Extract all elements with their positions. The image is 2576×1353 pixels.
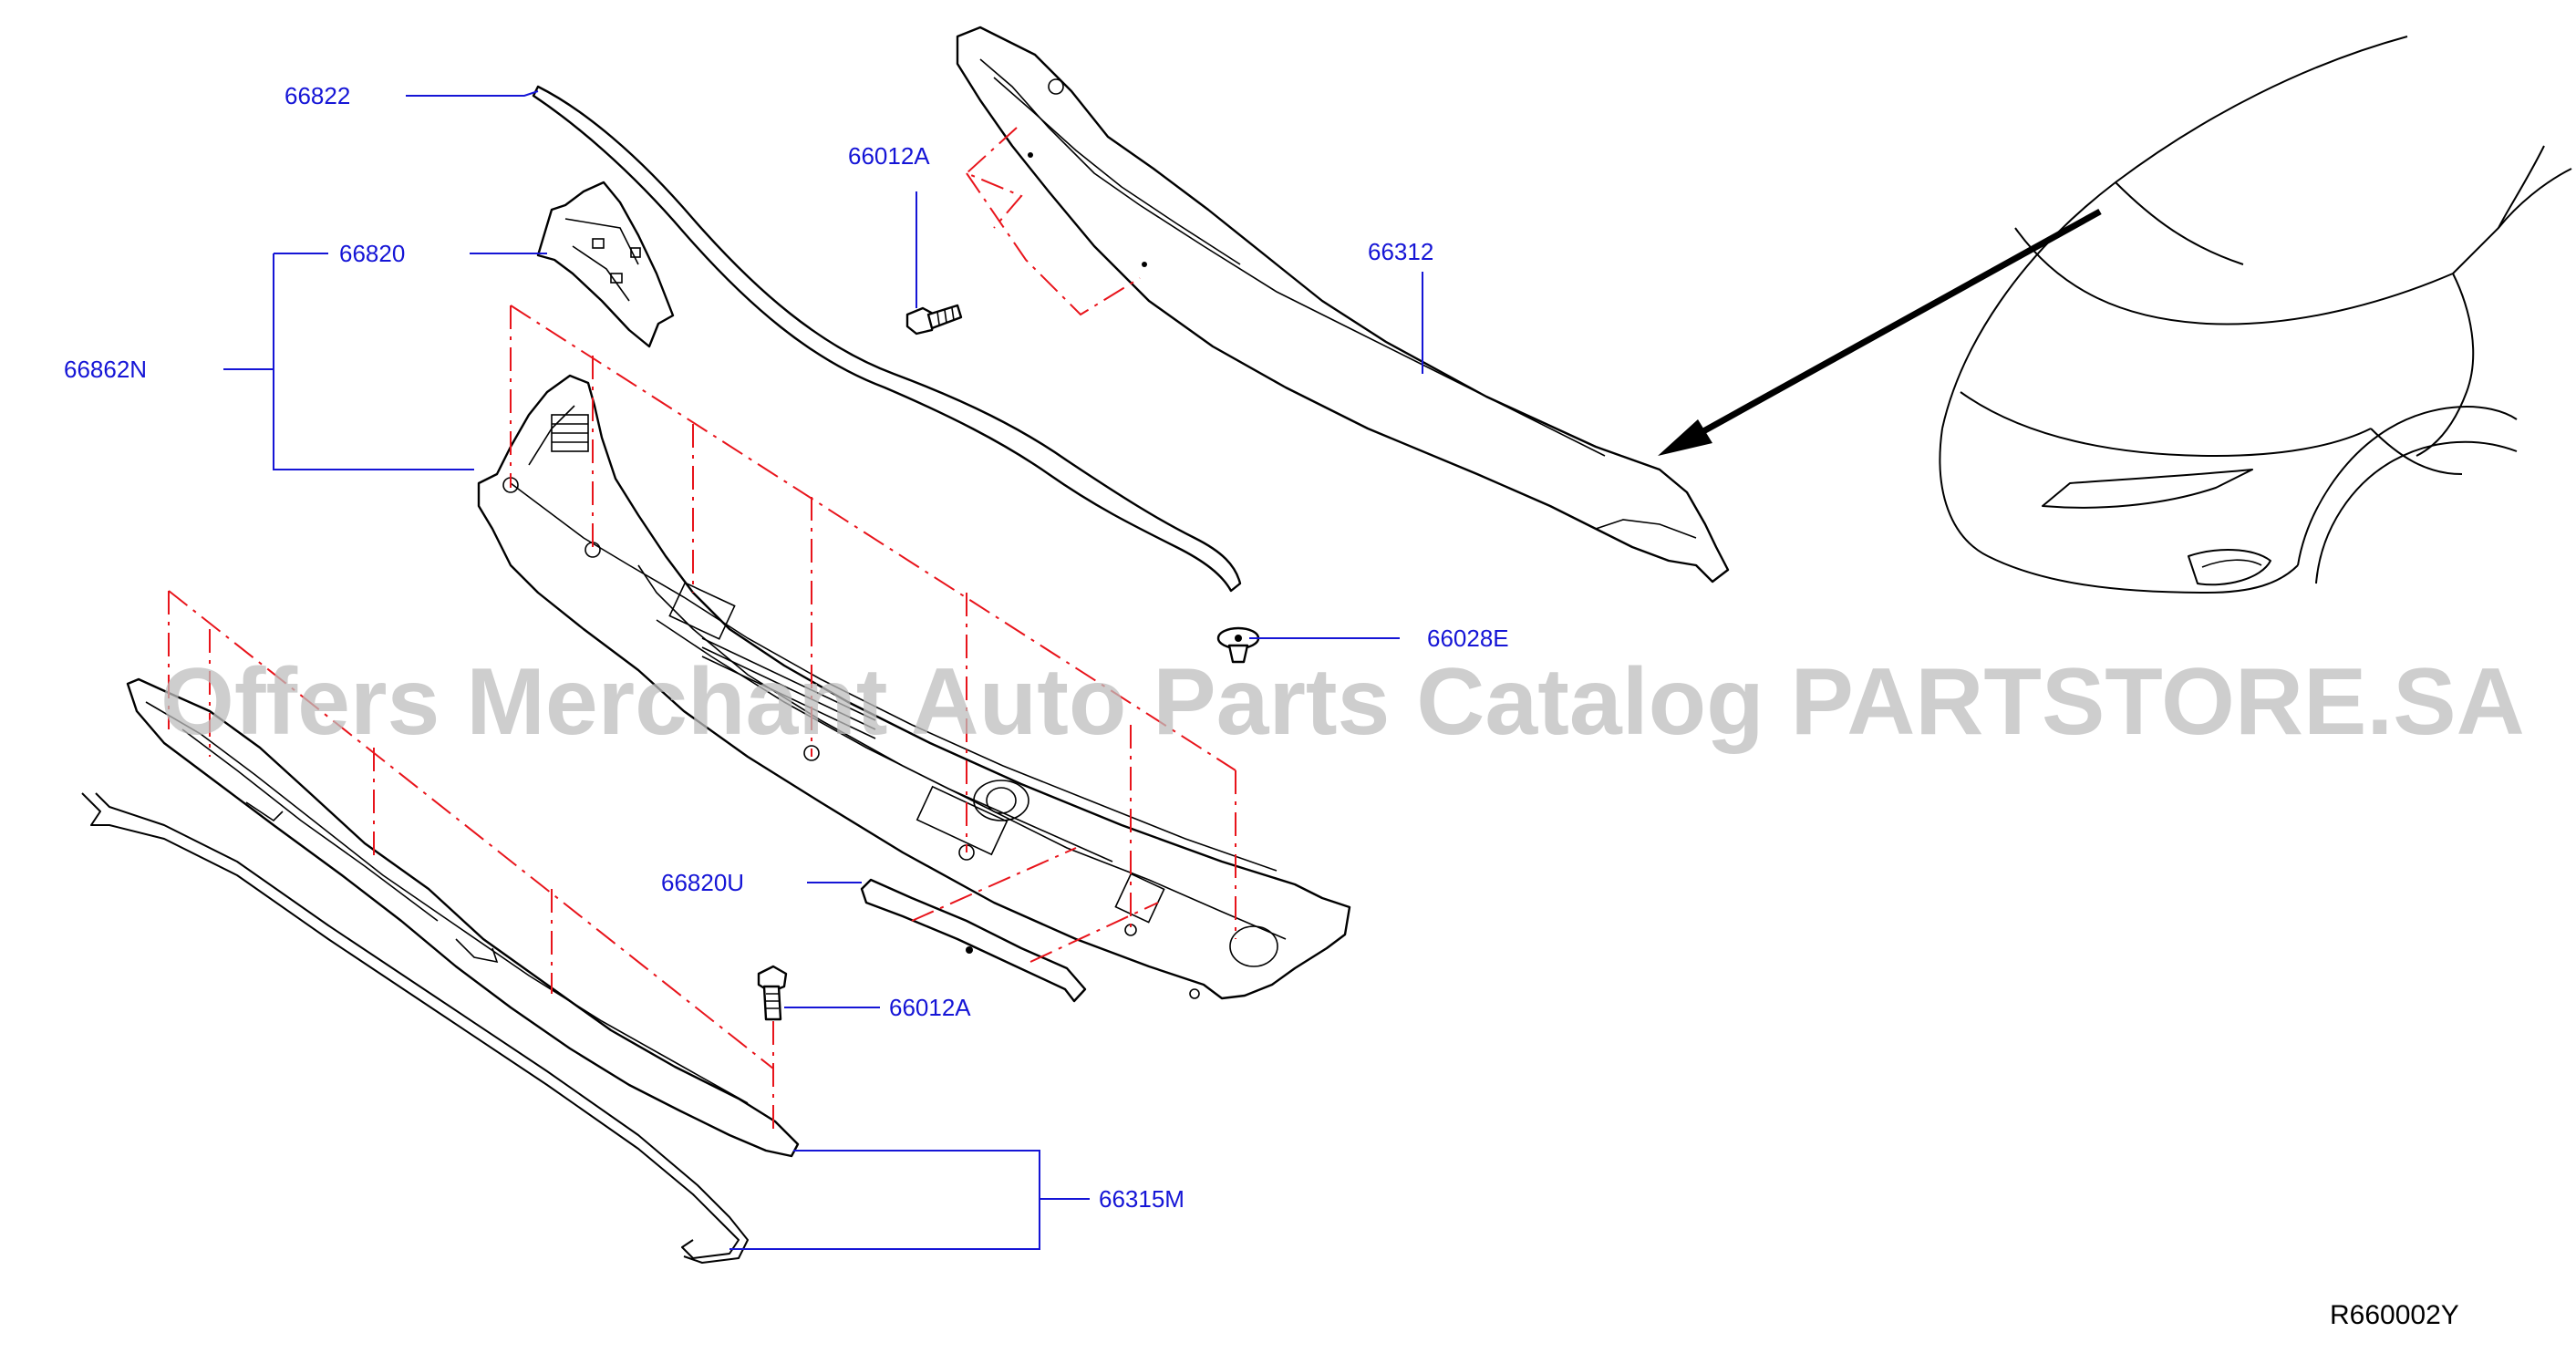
vehicle-overview-drawing: [1939, 36, 2572, 594]
watermark-text: Offers Merchant Auto Parts Catalog PARTS…: [160, 649, 2525, 755]
part-label-66012A-top[interactable]: 66012A: [848, 142, 930, 170]
cowl-grille-main-drawing: [477, 374, 1351, 1000]
grille-vent-slots: [551, 414, 1165, 924]
part-label-66820[interactable]: 66820: [339, 240, 405, 267]
part-label-66862N[interactable]: 66862N: [64, 356, 147, 383]
part-label-66822[interactable]: 66822: [284, 82, 350, 109]
cowl-bracket-drawing: [536, 181, 675, 348]
bolt-lower-drawing: [757, 965, 788, 1021]
cowl-top-panel-drawing: [956, 26, 1730, 584]
part-label-66820U[interactable]: 66820U: [661, 869, 744, 896]
bolt-upper-drawing: [905, 304, 963, 336]
part-label-66012A-bottom[interactable]: 66012A: [889, 994, 971, 1021]
diagram-reference-code: R660002Y: [2330, 1300, 2459, 1330]
part-label-66312[interactable]: 66312: [1368, 238, 1433, 265]
part-label-66028E[interactable]: 66028E: [1427, 625, 1509, 652]
cowl-seal-drawing: [532, 85, 1242, 593]
part-label-66315M[interactable]: 66315M: [1099, 1185, 1185, 1213]
label-leader-lines: [223, 90, 1423, 1250]
cowl-lower-panel-drawing: [81, 677, 800, 1264]
explode-alignment-lines: [168, 127, 1236, 1135]
direction-arrow: [1658, 208, 2102, 456]
